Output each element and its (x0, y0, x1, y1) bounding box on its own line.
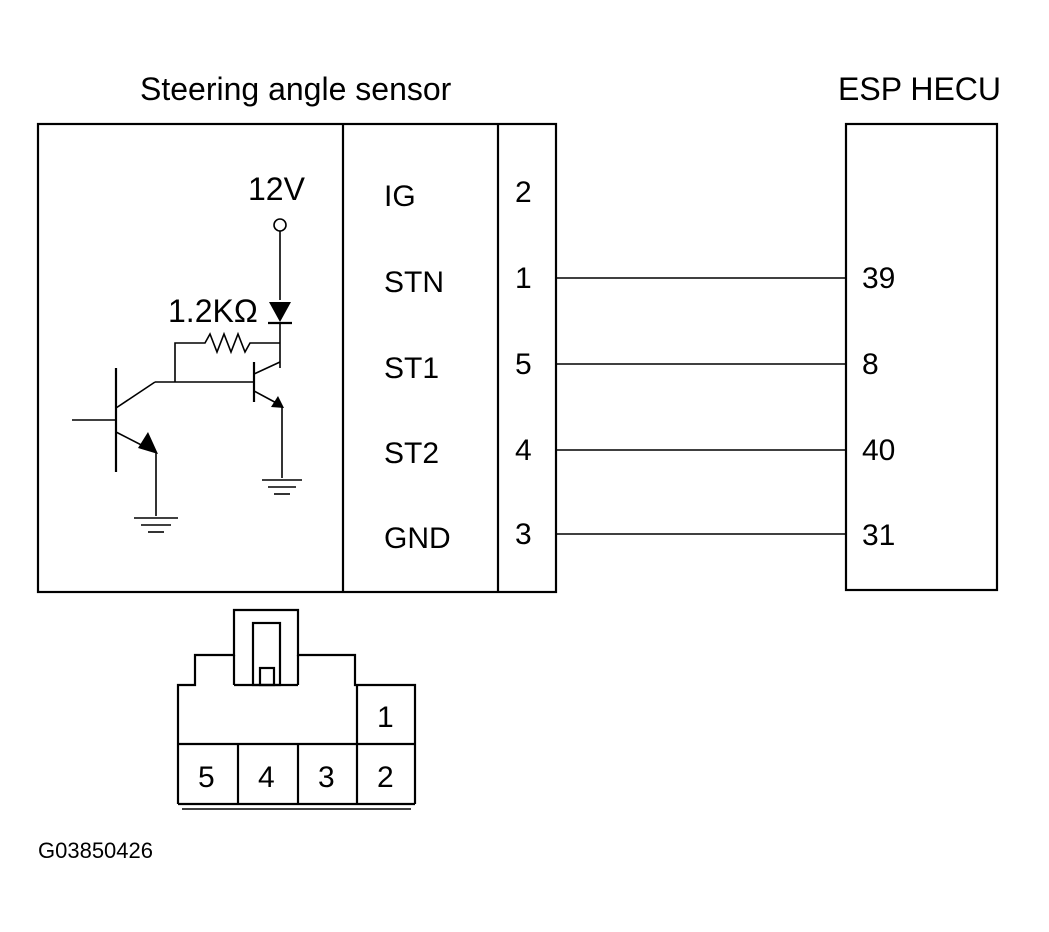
sensor-title: Steering angle sensor (140, 71, 452, 107)
ground-icon-1 (134, 517, 178, 533)
resistor-icon (174, 331, 280, 382)
signal-name-st2: ST2 (384, 437, 439, 470)
resistor-label: 1.2KΩ (168, 293, 258, 329)
diode-icon (269, 302, 291, 322)
connector-pin-4: 4 (258, 761, 275, 794)
ground-icon-2 (262, 479, 302, 495)
transistor-2-collector (253, 361, 281, 375)
transistor-1-collector (115, 381, 156, 409)
connector-latch-tab (258, 666, 276, 687)
transistor-2-arrow-icon (271, 396, 284, 408)
ecu-pin-st2: 40 (862, 434, 895, 467)
connector-pin-5: 5 (198, 761, 215, 794)
ecu-pin-st1: 8 (862, 348, 879, 381)
supply-label: 12V (248, 171, 306, 207)
sensor-pin-gnd: 3 (515, 518, 532, 551)
signal-name-gnd: GND (384, 522, 451, 555)
connector-latch-slot (251, 621, 282, 687)
sensor-internal-circuit: 12V 1.2KΩ (72, 171, 306, 533)
connector-outline (176, 608, 417, 804)
sensor-pin-st2: 4 (515, 434, 532, 467)
sensor-pin-st1: 5 (515, 348, 532, 381)
connector-pin-2: 2 (377, 761, 394, 794)
figure-code: G03850426 (38, 838, 153, 863)
sensor-pin-ig: 2 (515, 176, 532, 209)
ecu-pin-stn: 39 (862, 262, 895, 295)
signal-name-ig: IG (384, 180, 416, 213)
signal-name-st1: ST1 (384, 352, 439, 385)
ecu-title: ESP HECU (838, 71, 1001, 107)
connector-pin-3: 3 (318, 761, 335, 794)
connector-face: 1 5 4 3 2 (176, 608, 417, 810)
ecu-box (844, 122, 999, 592)
signal-name-stn: STN (384, 266, 444, 299)
supply-terminal (273, 218, 287, 232)
sensor-box (36, 122, 558, 594)
ecu-pin-gnd: 31 (862, 519, 895, 552)
transistor-1-arrow-icon (138, 432, 158, 454)
sensor-pin-stn: 1 (515, 262, 532, 295)
connector-pin-1: 1 (377, 701, 394, 734)
